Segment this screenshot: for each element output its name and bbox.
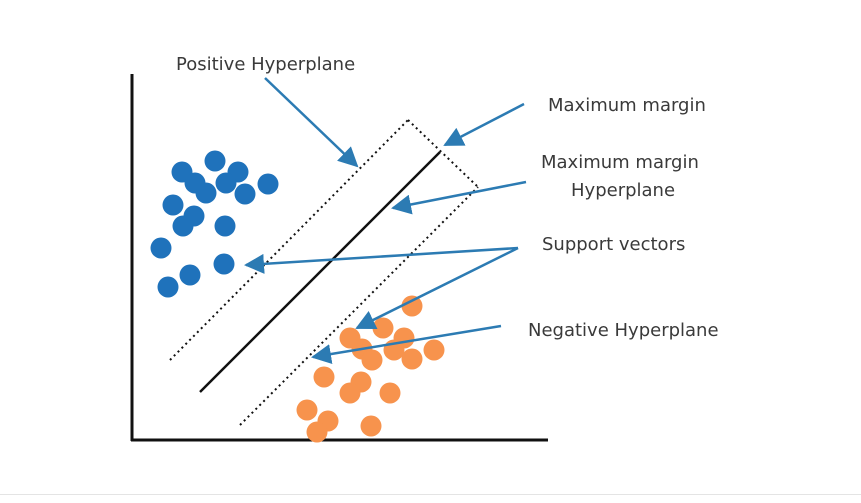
positive-class-points: [150, 150, 279, 298]
positive-point: [204, 150, 226, 172]
negative-point: [361, 349, 383, 371]
positive-point: [257, 173, 279, 195]
negative-point: [313, 366, 335, 388]
negative-point: [306, 421, 328, 443]
positive-hyperplane-line: [169, 119, 409, 361]
positive-point: [195, 182, 217, 204]
negative-class-points: [296, 295, 445, 443]
positive-point: [179, 264, 201, 286]
maximum-margin-hyperplane-label-line1: Maximum margin: [541, 152, 699, 173]
maximum-margin-hyperplane-arrow: [391, 180, 527, 215]
positive-point: [213, 253, 235, 275]
negative-point: [401, 348, 423, 370]
positive-hyperplane-label: Positive Hyperplane: [176, 54, 355, 75]
support-vector-arrow-orange: [355, 246, 519, 330]
positive-point: [215, 172, 237, 194]
margin-edge-line: [407, 119, 479, 188]
positive-point: [214, 215, 236, 237]
positive-point: [172, 215, 194, 237]
negative-point: [339, 382, 361, 404]
negative-point: [423, 339, 445, 361]
negative-point: [296, 399, 318, 421]
support-vectors-label: Support vectors: [542, 234, 685, 255]
positive-point: [150, 237, 172, 259]
bottom-divider: [0, 494, 861, 495]
maximum-margin-hyperplane-line: [199, 151, 441, 393]
negative-point: [372, 317, 394, 339]
negative-hyperplane-label: Negative Hyperplane: [528, 320, 719, 341]
positive-point: [157, 276, 179, 298]
negative-hyperplane-arrow: [311, 324, 502, 364]
negative-point: [401, 295, 423, 317]
negative-point: [379, 382, 401, 404]
positive-point: [234, 183, 256, 205]
negative-hyperplane-line: [239, 186, 479, 426]
negative-point: [360, 415, 382, 437]
annotation-arrows: [244, 77, 527, 364]
positive-point: [162, 194, 184, 216]
maximum-margin-arrow: [443, 102, 525, 147]
maximum-margin-hyperplane-label-line2: Hyperplane: [571, 180, 675, 201]
support-vector-arrow-blue: [244, 246, 519, 274]
positive-hyperplane-arrow: [264, 77, 359, 168]
maximum-margin-label: Maximum margin: [548, 95, 706, 116]
